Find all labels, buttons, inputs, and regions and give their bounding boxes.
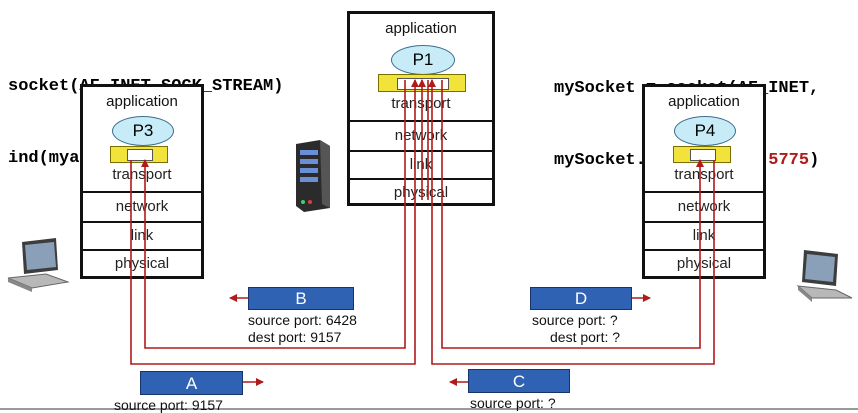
segment-d-source-port: source port: ? xyxy=(532,312,618,328)
host-left-app-label: application xyxy=(106,93,178,110)
layer-label: physical xyxy=(676,255,732,272)
host-right-layer-network: network xyxy=(645,191,763,223)
host-left-layer-network: network xyxy=(83,191,201,223)
laptop-icon xyxy=(7,238,70,292)
segment-b-source-port: source port: 6428 xyxy=(248,312,357,328)
layer-label: transport xyxy=(112,166,172,183)
host-center-layer-physical: physical xyxy=(350,178,492,208)
host-center-layer-transport: transport xyxy=(350,91,492,119)
host-left-layer-physical: physical xyxy=(83,249,201,279)
segment-a: A xyxy=(140,371,243,395)
layer-label: link xyxy=(692,227,716,244)
process-p4-label: P4 xyxy=(694,121,716,140)
segment-b-letter: B xyxy=(295,289,307,308)
socket-p3 xyxy=(110,146,168,163)
laptop-icon xyxy=(796,250,853,302)
layer-label: network xyxy=(677,198,731,215)
segment-d: D xyxy=(530,287,632,310)
process-p4: P4 xyxy=(674,116,736,146)
segment-c-source-port: source port: ? xyxy=(470,395,556,411)
path-c xyxy=(428,79,715,365)
process-p1-label: P1 xyxy=(412,50,434,69)
host-left-stack: application P3 transport network link ph… xyxy=(80,84,204,279)
host-right-app-label: application xyxy=(668,93,740,110)
segment-b-dest-port: dest port: 9157 xyxy=(248,329,342,345)
host-right-layer-link: link xyxy=(645,221,763,251)
host-left-layer-transport: transport xyxy=(83,161,201,191)
path-a xyxy=(130,79,419,365)
segment-a-letter: A xyxy=(185,374,198,393)
host-left-layer-link: link xyxy=(83,221,201,251)
code-right-line2-suffix: ) xyxy=(809,151,820,170)
host-right-layer-physical: physical xyxy=(645,249,763,279)
process-p3-label: P3 xyxy=(132,121,154,140)
segment-a-source-port: source port: 9157 xyxy=(114,397,223,413)
layer-label: transport xyxy=(391,95,451,112)
host-right-stack: application P4 transport network link ph… xyxy=(642,84,766,279)
path-d xyxy=(441,80,704,349)
path-b xyxy=(141,80,406,349)
host-center-app-label: application xyxy=(385,20,457,37)
layer-label: physical xyxy=(393,184,449,201)
segment-b: B xyxy=(248,287,354,310)
code-right-port: 5775 xyxy=(768,151,810,170)
server-icon xyxy=(296,140,330,212)
layer-label: network xyxy=(394,127,448,144)
host-center-layer-network: network xyxy=(350,120,492,152)
layer-label: link xyxy=(130,227,154,244)
segment-d-letter: D xyxy=(574,289,588,308)
segment-c: C xyxy=(468,369,570,393)
process-p3: P3 xyxy=(112,116,174,146)
host-center-stack: application P1 transport network link ph… xyxy=(347,11,495,206)
host-right-layer-transport: transport xyxy=(645,161,763,191)
segment-c-letter: C xyxy=(512,372,526,391)
layer-label: transport xyxy=(674,166,734,183)
segment-d-dest-port: dest port: ? xyxy=(550,329,621,345)
layer-label: physical xyxy=(114,255,170,272)
layer-label: network xyxy=(115,198,169,215)
